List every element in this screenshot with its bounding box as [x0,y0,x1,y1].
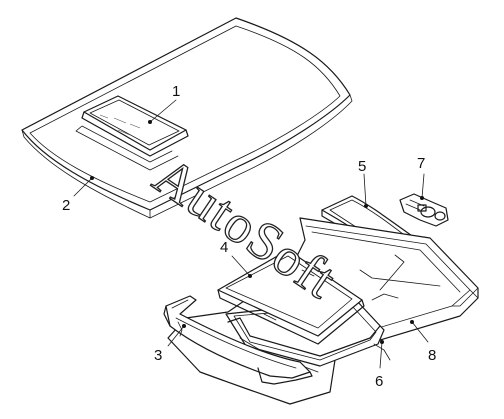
callout-6: 6 [375,373,383,390]
drive-motor [399,193,449,227]
callout-1: 1 [172,83,180,100]
sliding-panel [217,249,365,345]
callout-2: 2 [62,197,70,214]
callout-4: 4 [220,239,228,256]
front-frame-bar [163,295,313,385]
callout-7: 7 [417,155,425,172]
callout-8: 8 [428,347,436,364]
leader-dots [90,120,424,344]
callout-3: 3 [154,347,162,364]
leader-lines [73,99,429,369]
glass-panel [75,95,189,171]
roof-panel [21,17,353,219]
callout-5: 5 [358,158,366,175]
